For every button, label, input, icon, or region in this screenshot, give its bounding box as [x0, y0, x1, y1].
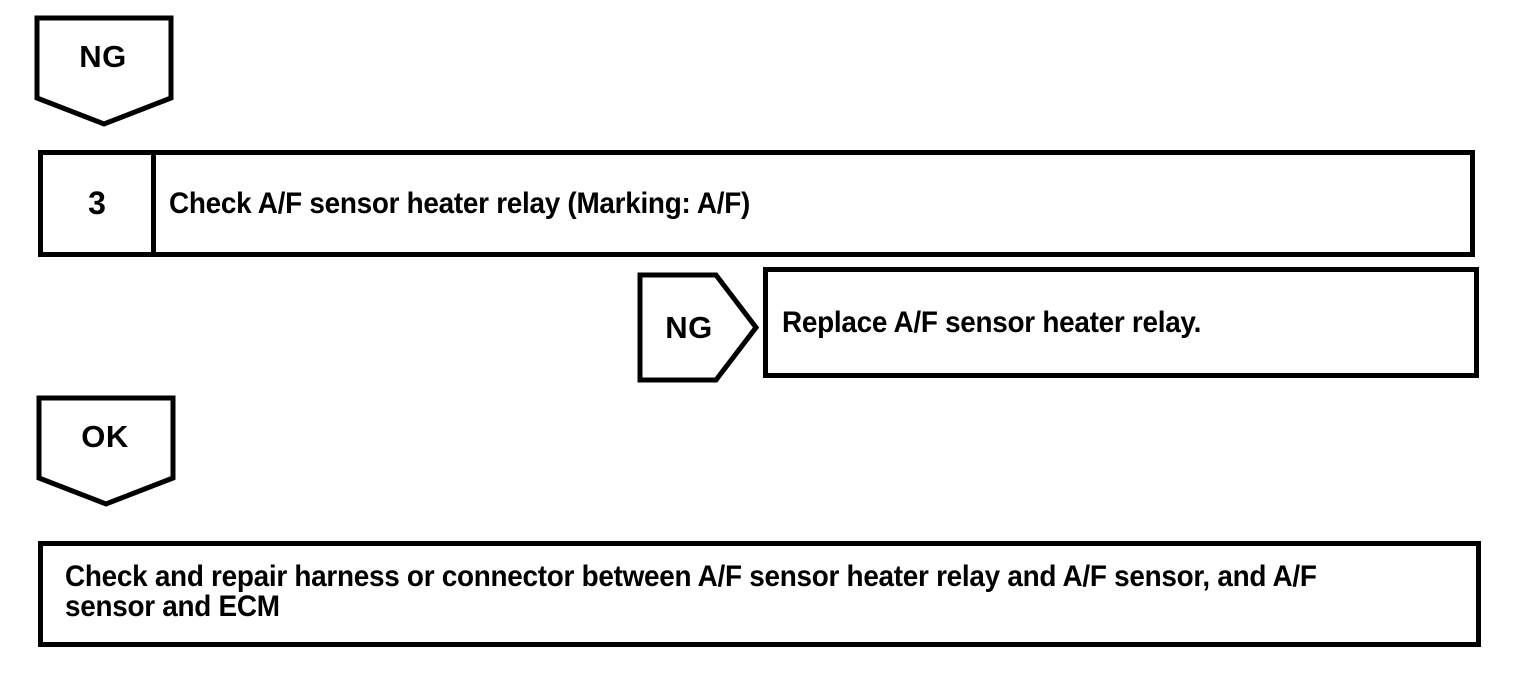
ng-result-box: Replace A/F sensor heater relay.	[763, 267, 1479, 378]
connector-ng-branch: NG	[637, 272, 759, 383]
connector-ok: OK	[36, 395, 176, 507]
step-title: Check A/F sensor heater relay (Marking: …	[169, 186, 751, 220]
connector-ng-top: NG	[34, 15, 174, 127]
step-number: 3	[43, 155, 156, 252]
connector-ok-label: OK	[81, 419, 129, 454]
pentagon-right-icon	[637, 272, 759, 383]
connector-ng-branch-label: NG	[665, 310, 713, 345]
ok-result-box: Check and repair harness or connector be…	[38, 541, 1481, 647]
pentagon-down-icon	[36, 395, 176, 507]
ng-result-text: Replace A/F sensor heater relay.	[782, 305, 1202, 339]
connector-ng-top-label: NG	[79, 39, 127, 74]
pentagon-down-icon	[34, 15, 174, 127]
step-title-cell: Check A/F sensor heater relay (Marking: …	[156, 155, 1470, 252]
step-box: 3 Check A/F sensor heater relay (Marking…	[38, 150, 1475, 257]
ok-result-line-2: sensor and ECM	[65, 590, 280, 623]
ok-result-line-1: Check and repair harness or connector be…	[65, 560, 1317, 593]
